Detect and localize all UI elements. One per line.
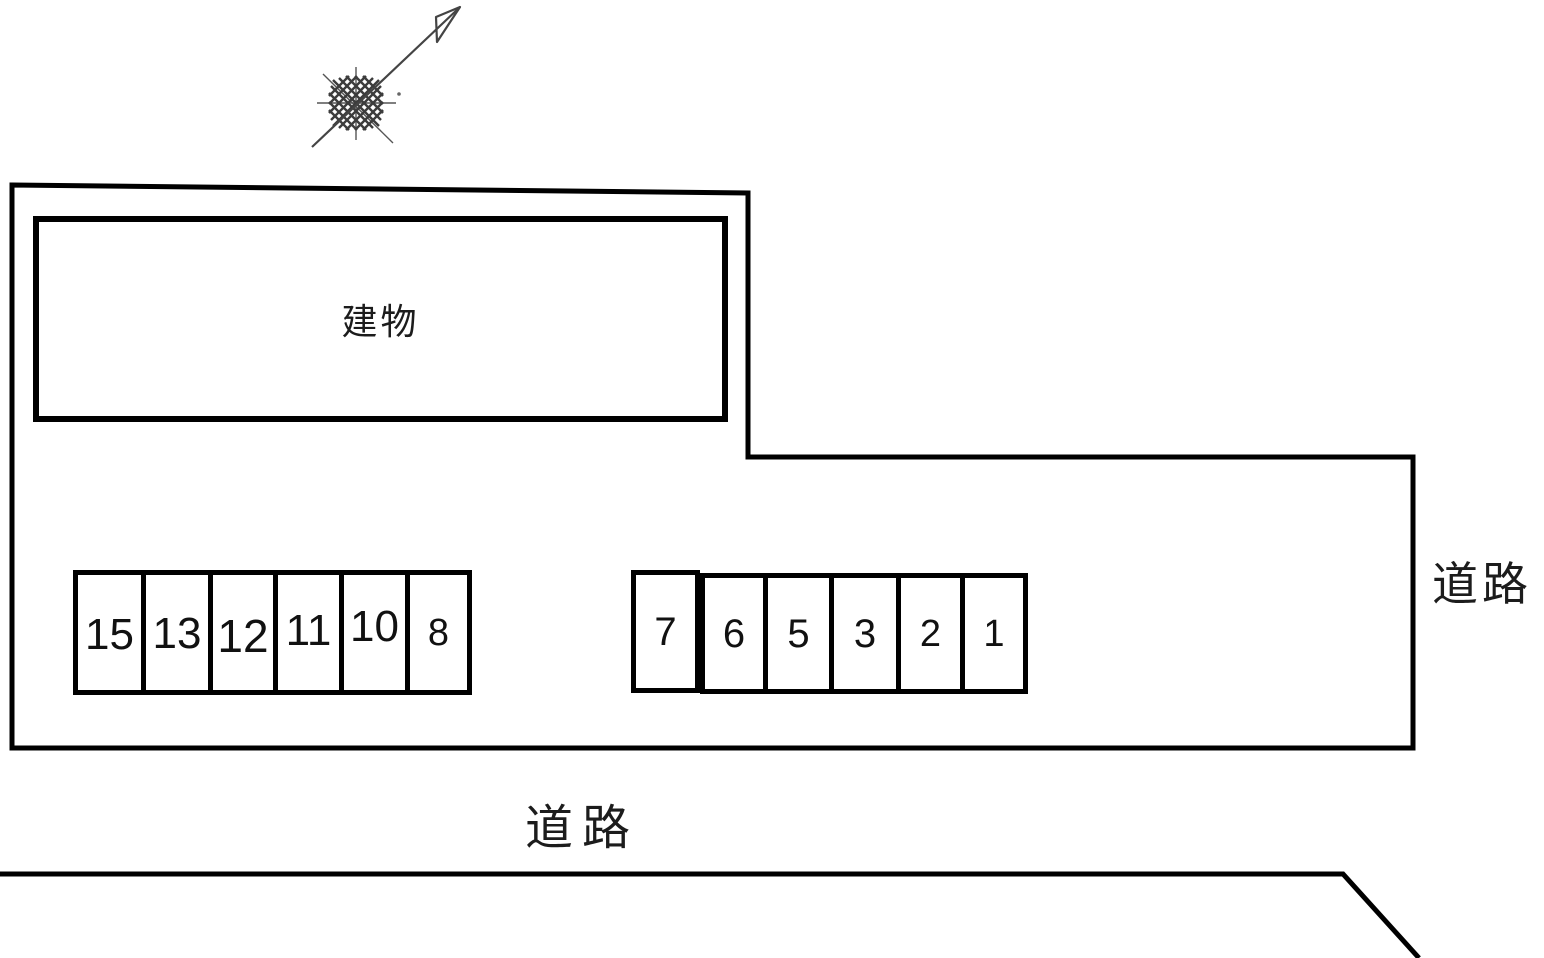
building-area: 建物 (33, 216, 728, 422)
parking-row-left: 15 13 12 11 10 8 (73, 570, 472, 695)
parking-space-7: 7 (631, 570, 700, 693)
parking-space-label: 12 (217, 609, 269, 662)
parking-space-label: 5 (787, 611, 810, 656)
parking-space-label: 10 (350, 601, 399, 651)
bottom-road-line (0, 871, 1421, 958)
parking-space-label: 13 (152, 608, 202, 658)
parking-space-15: 15 (73, 570, 146, 695)
parking-space-8: 8 (405, 570, 472, 695)
parking-space-12: 12 (208, 570, 278, 695)
parking-space-label: 11 (285, 605, 332, 655)
property-boundary (9, 182, 1416, 751)
parking-row-right: 7 6 5 3 2 1 (631, 570, 1028, 696)
parking-space-1: 1 (960, 573, 1028, 694)
parking-space-10: 10 (339, 570, 410, 695)
parking-space-label: 2 (919, 612, 942, 655)
parking-space-3: 3 (829, 573, 901, 694)
parking-space-2: 2 (896, 573, 965, 694)
road-label-right: 道路 (1432, 558, 1532, 610)
building-label: 建物 (341, 301, 420, 342)
parking-space-label: 6 (722, 611, 746, 656)
parking-space-label: 1 (983, 612, 1005, 655)
parking-space-6: 6 (700, 573, 768, 694)
parking-space-label: 8 (427, 611, 450, 654)
parking-space-label: 3 (853, 611, 877, 656)
parking-space-label: 15 (85, 609, 134, 659)
parking-space-11: 11 (273, 570, 344, 695)
parking-space-5: 5 (763, 573, 834, 694)
road-label-bottom: 道路 (525, 802, 640, 855)
parking-space-13: 13 (141, 570, 213, 695)
north-arrow-icon (311, 5, 462, 148)
parking-space-label: 7 (654, 609, 677, 654)
